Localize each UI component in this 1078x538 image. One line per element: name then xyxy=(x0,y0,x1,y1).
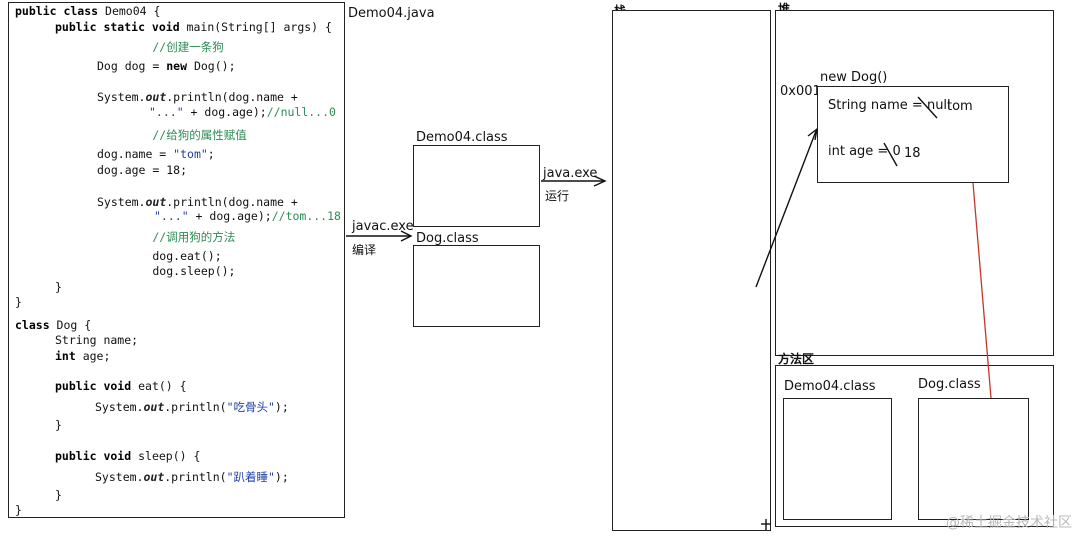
field-age-new-value: 18 xyxy=(904,146,921,161)
code-line-15: dog.eat(); xyxy=(97,249,222,263)
heap-region xyxy=(775,10,1054,356)
dog-class-file-label: Dog.class xyxy=(416,231,479,246)
code-comment-create: //创建一条狗 xyxy=(97,40,224,54)
code-line-18: } xyxy=(15,295,22,309)
class-decl: Demo04 { xyxy=(105,4,161,18)
code-line-10: dog.age = 18; xyxy=(97,163,188,177)
dog-class-file-box xyxy=(413,245,540,327)
code-line-17: } xyxy=(55,280,62,294)
code-line-23: public void eat() { xyxy=(55,379,187,393)
run-caption: 运行 xyxy=(545,189,570,203)
code-line-4: Dog dog = new Dog(); xyxy=(97,59,236,73)
demo-class-file-box xyxy=(413,145,540,227)
method-dog-class-label: Dog.class xyxy=(918,377,981,392)
code-line-24: System.out.println("吃骨头"); xyxy=(95,400,289,414)
code-line-2: public static void main(String[] args) { xyxy=(55,20,332,34)
field-age: int age = 0 xyxy=(828,144,901,159)
code-line-16: dog.sleep(); xyxy=(97,264,236,278)
code-line-7: "..." + dog.age);//null...0 xyxy=(149,105,336,119)
compile-command: javac.exe xyxy=(352,219,414,234)
demo-class-file-label: Demo04.class xyxy=(416,130,508,145)
code-line-19: class Dog { xyxy=(15,318,92,332)
object-title: new Dog() xyxy=(820,70,888,85)
stack-region xyxy=(612,10,771,531)
code-line-12: System.out.println(dog.name + xyxy=(97,195,298,209)
code-comment-assign: //给狗的属性赋值 xyxy=(97,128,247,142)
method-demo-class-label: Demo04.class xyxy=(784,379,876,394)
dog-object-box xyxy=(817,86,1009,183)
code-line-20: String name; xyxy=(55,333,139,347)
code-line-28: System.out.println("趴着睡"); xyxy=(95,470,289,484)
code-line-30: } xyxy=(15,503,22,517)
compile-caption: 编译 xyxy=(352,243,377,257)
code-line-29: } xyxy=(55,488,62,502)
file-label: Demo04.java xyxy=(348,6,435,21)
code-line-13: "..." + dog.age);//tom...18 xyxy=(154,209,341,223)
field-name: String name = null xyxy=(828,98,951,113)
code-line-1: public class Demo04 { xyxy=(15,4,161,18)
code-comment-call: //调用狗的方法 xyxy=(97,230,236,244)
code-line-25: } xyxy=(55,418,62,432)
code-line-6: System.out.println(dog.name + xyxy=(97,90,298,104)
code-line-21: int age; xyxy=(55,349,111,363)
watermark: @稀土掘金技术社区 xyxy=(946,515,1072,531)
method-area-title: 方法区 xyxy=(778,352,815,366)
run-command: java.exe xyxy=(543,166,598,181)
field-name-new-value: tom xyxy=(947,99,973,114)
method-dog-class-box xyxy=(918,398,1029,520)
code-panel: public class Demo04 { public static void… xyxy=(8,2,345,518)
code-line-27: public void sleep() { xyxy=(55,449,201,463)
code-line-9: dog.name = "tom"; xyxy=(97,147,215,161)
object-address: 0x001 xyxy=(780,84,821,99)
method-demo-class-box xyxy=(783,398,892,520)
